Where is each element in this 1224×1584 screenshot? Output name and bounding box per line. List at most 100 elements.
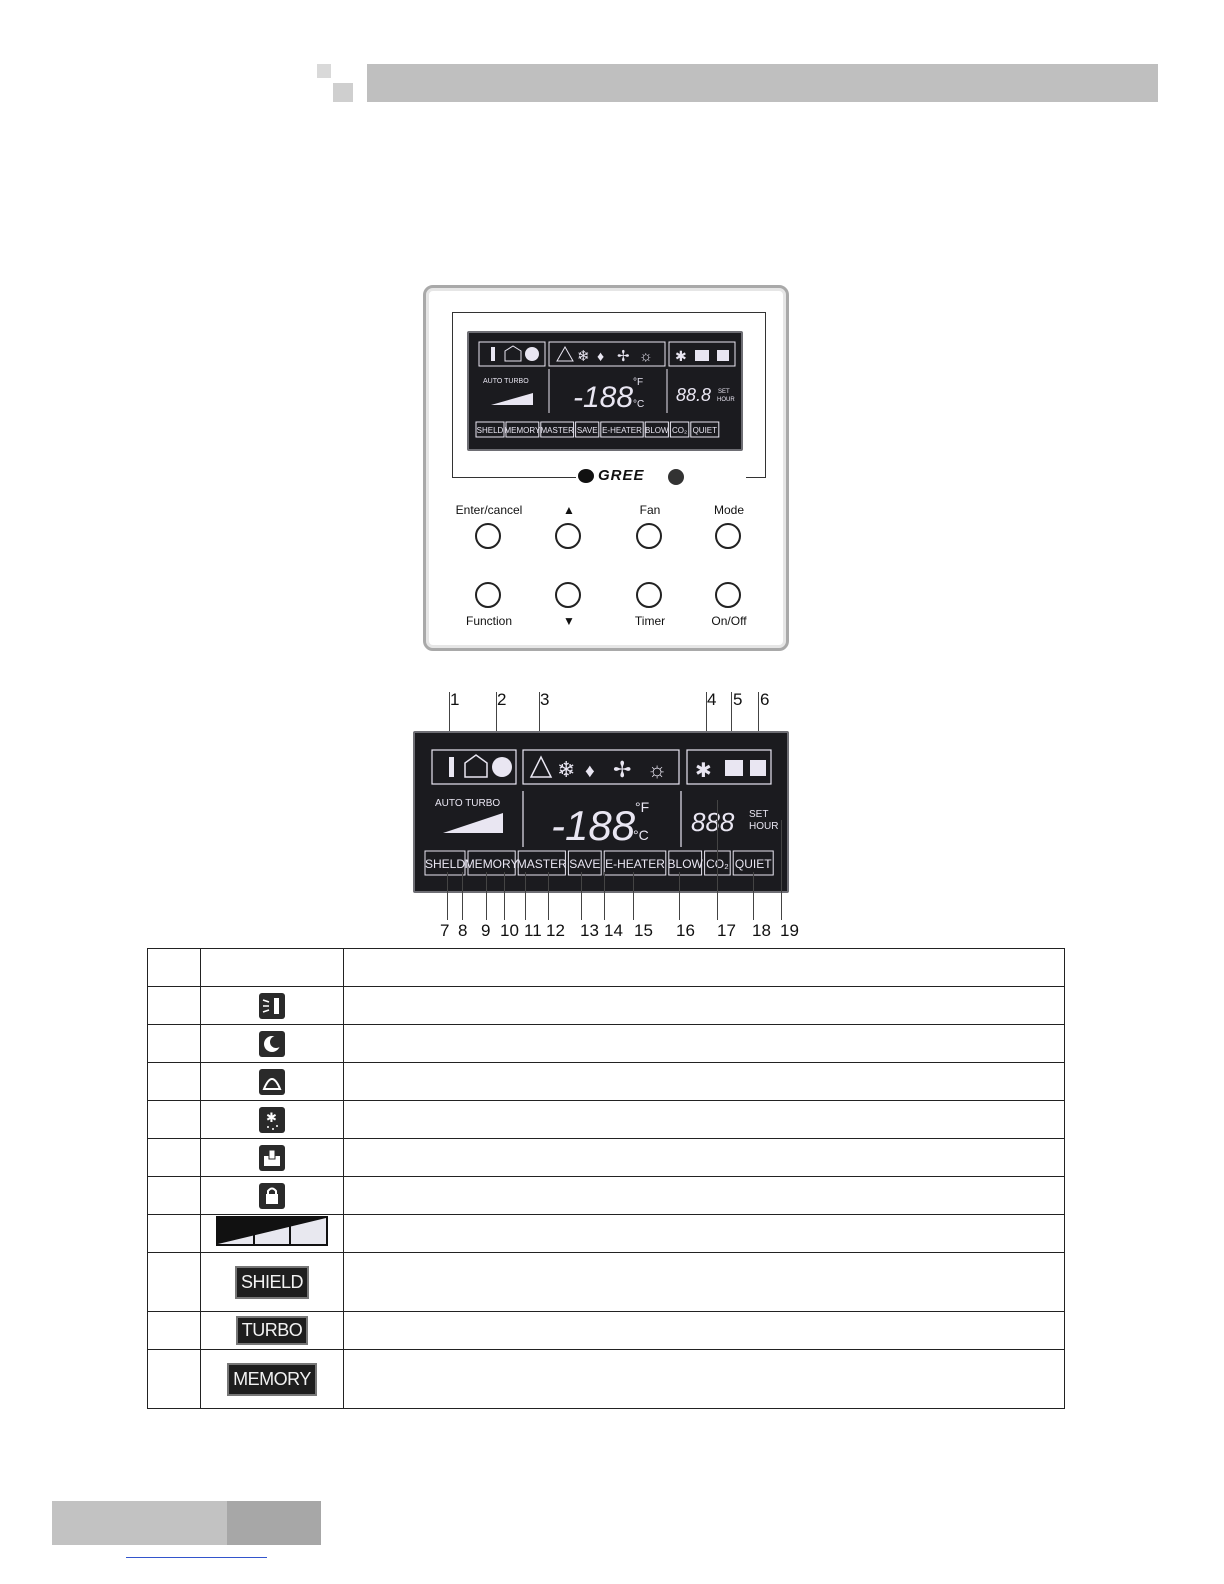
table-row (147, 986, 1065, 1025)
fan-icon: ✢ (617, 348, 630, 365)
lcd-label-2: MASTER (517, 857, 567, 871)
set-label: SET (718, 389, 730, 395)
callout-13: 13 (580, 921, 599, 940)
lcd-label-4: E-HEATER (605, 857, 665, 871)
gate-control-icon (259, 1144, 285, 1171)
legend-table: ✱ SHIELD TURBO MEMORY (147, 948, 1065, 1409)
lcd-label-box (575, 421, 600, 438)
footer-bar (52, 1501, 227, 1545)
on-off-button[interactable] (715, 582, 741, 608)
lcd-label-1: MEMORY (504, 426, 541, 435)
table-row: ✱ (147, 1100, 1065, 1139)
defrost-icon: ✱ (675, 348, 687, 364)
table-row: TURBO (147, 1311, 1065, 1350)
temperature-digits: -188 (573, 381, 633, 414)
turbo-badge: TURBO (235, 1316, 309, 1345)
home-icon (504, 345, 522, 362)
defrost-icon: ✱ (259, 1106, 285, 1133)
callout-11: 11 (524, 921, 542, 940)
home-icon (464, 754, 488, 778)
down-label: ▼ (563, 614, 575, 628)
down-button[interactable] (555, 582, 581, 608)
temperature-digits: -188 (551, 802, 636, 849)
lcd-label-box (424, 850, 466, 876)
function-button[interactable] (475, 582, 501, 608)
footer-bar-dark (227, 1501, 321, 1545)
enter-cancel-label: Enter/cancel (455, 503, 523, 517)
table-row (147, 1024, 1065, 1063)
swing-icon (259, 992, 285, 1019)
lcd-label-2: MASTER (541, 426, 575, 435)
shield-badge: SHIELD (234, 1265, 310, 1299)
auto-mode-icon (259, 1068, 285, 1095)
memory-badge: MEMORY (227, 1362, 317, 1396)
dry-icon: ♦ (585, 761, 595, 782)
svg-text:✱: ✱ (266, 1111, 277, 1126)
fan-icon: ✢ (613, 757, 631, 782)
callout-8: 8 (458, 921, 468, 940)
up-label: ▲ (563, 503, 575, 517)
gree-logo-icon (578, 469, 594, 483)
lcd-label-box (644, 421, 669, 438)
callout-15: 15 (634, 921, 653, 940)
callout-7: 7 (440, 921, 450, 940)
callout-9: 9 (481, 921, 491, 940)
lcd-label-box (567, 850, 602, 876)
unit-c: °C (633, 827, 649, 843)
lock-icon (750, 760, 766, 776)
lcd-label-7: QUIET (735, 857, 772, 871)
fan-speed-bars (491, 393, 533, 405)
lcd-label-box (603, 850, 667, 876)
callout-2: 2 (497, 690, 507, 709)
cool-icon: ❄ (577, 348, 590, 365)
cool-icon: ❄ (557, 757, 575, 782)
function-label: Function (465, 614, 513, 628)
auto-turbo-label: AUTO TURBO (483, 378, 529, 385)
up-button[interactable] (555, 523, 581, 549)
mode-label: Mode (713, 503, 745, 517)
table-row: MEMORY (147, 1349, 1065, 1409)
fan-speed-bars (443, 813, 503, 833)
lcd-label-box (467, 850, 516, 876)
controller-lcd-graphic: ❄ ♦ ✢ ☼ ✱ AUTO TURBO -188 °F °C 88.8 SET… (475, 341, 736, 438)
table-row (147, 1138, 1065, 1177)
footer-link-underline (126, 1557, 267, 1558)
unit-f: °F (635, 799, 649, 815)
gate-control-icon (725, 760, 743, 776)
auto-mode-icon (556, 345, 574, 362)
timer-button[interactable] (636, 582, 662, 608)
lcd-label-1: MEMORY (465, 857, 519, 871)
mode-button[interactable] (715, 523, 741, 549)
lock-icon (717, 350, 729, 361)
lcd-label-box (540, 421, 575, 438)
lcd-label-box (669, 421, 690, 438)
lcd-label-box (600, 421, 644, 438)
lcd-label-3: SAVE (569, 857, 600, 871)
callout-1: 1 (450, 690, 460, 709)
callout-5: 5 (733, 690, 743, 709)
heat-icon: ☼ (639, 348, 653, 365)
sensor-icon (668, 469, 684, 485)
unit-f: °F (633, 377, 643, 388)
lcd-label-box (505, 421, 540, 438)
lcd-label-6: CO₂ (672, 426, 687, 435)
fan-button[interactable] (636, 523, 662, 549)
table-row: SHIELD (147, 1252, 1065, 1312)
callout-16: 16 (676, 921, 695, 940)
swing-icon (449, 757, 454, 777)
lcd-label-7: QUIET (693, 426, 718, 435)
lcd-label-0: SHELD (477, 426, 504, 435)
hour-label: HOUR (749, 821, 778, 832)
on-off-label: On/Off (711, 614, 747, 628)
table-header-row (147, 948, 1065, 987)
enter-cancel-button[interactable] (475, 523, 501, 549)
swing-icon (491, 347, 495, 361)
lcd-label-5: BLOW (645, 426, 669, 435)
table-row (147, 1176, 1065, 1215)
lcd-label-box (690, 421, 720, 438)
sleep-moon-icon (259, 1030, 285, 1057)
lock-icon (259, 1182, 285, 1209)
sleep-moon-icon (492, 757, 512, 777)
hour-label: HOUR (717, 397, 735, 403)
